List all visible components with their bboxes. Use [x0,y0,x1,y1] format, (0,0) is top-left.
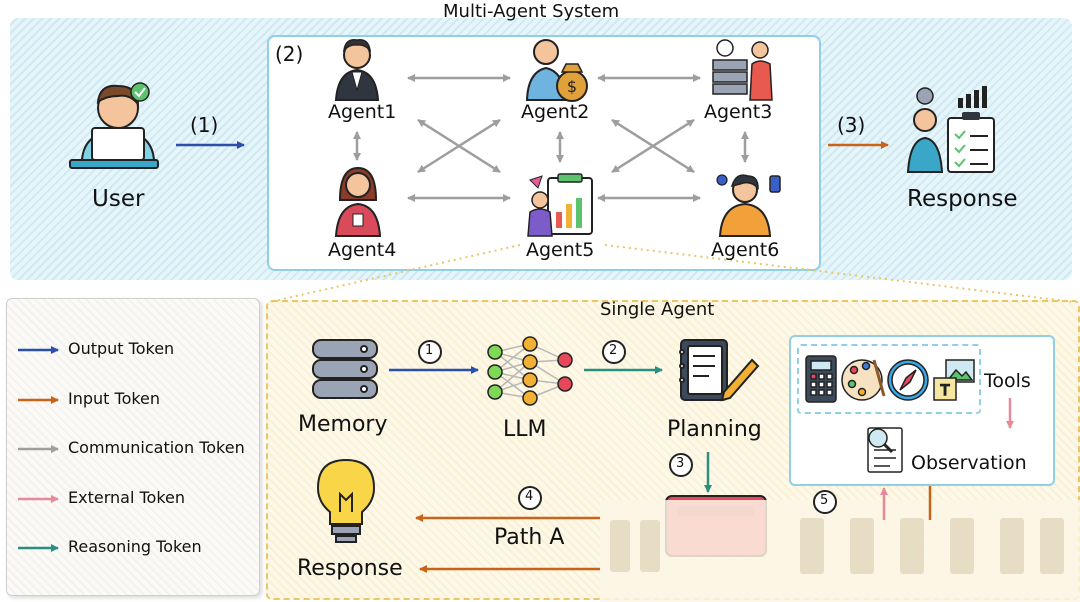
image-text-icon: T [933,359,975,401]
path-a-label: Path A [494,525,565,550]
response-step-label: (3) [837,113,866,137]
legend-external-label: External Token [68,488,185,507]
agent1-icon [334,38,380,101]
observation-label: Observation [911,452,1027,474]
response-icon [906,86,995,173]
observation-icon [867,427,903,473]
step-3-label: 3 [676,456,685,471]
agent2-icon: $ [525,39,588,102]
response-top-label: Response [907,186,1018,212]
mas-step-label: (2) [275,42,304,66]
agent2-label: Agent2 [521,101,590,123]
tools-label: Tools [984,370,1031,392]
planning-icon [679,339,760,402]
step-4-label: 4 [525,489,534,504]
agent6-icon [716,174,781,237]
bulb-icon [316,458,376,543]
user-icon [69,82,159,169]
step-2-label: 2 [609,343,618,358]
blur-marks [610,518,1064,574]
agent1-label: Agent1 [328,101,397,123]
communication-arrows [353,74,749,202]
legend-communication-label: Communication Token [68,438,245,457]
planning-label: Planning [667,417,762,442]
calculator-icon [805,355,837,403]
agent3-icon [712,39,773,101]
agent4-label: Agent4 [328,239,397,261]
memory-icon [312,339,378,399]
single-agent-title: Single Agent [600,299,715,320]
legend-input-label: Input Token [68,389,161,408]
legend-reasoning-label: Reasoning Token [68,537,202,556]
legend-panel [6,298,260,596]
llm-label: LLM [503,417,547,442]
memory-label: Memory [298,412,388,437]
agent6-label: Agent6 [711,239,780,261]
palette-icon [841,359,886,401]
user-step-label: (1) [190,113,219,137]
legend-output-label: Output Token [68,339,175,358]
agent3-label: Agent3 [704,101,773,123]
agent4-icon [334,166,382,237]
step-circles [418,340,837,514]
zoom-lines [269,244,1075,303]
step-1-label: 1 [425,343,434,358]
svg-text:$: $ [567,77,577,96]
single-response-label: Response [297,556,403,581]
tools-group [797,344,981,414]
llm-icon [487,336,573,406]
agent5-icon [527,173,593,237]
legend-arrows [18,346,59,552]
agent5-label: Agent5 [526,239,595,261]
step-5-label: 5 [820,493,829,508]
compass-icon [887,359,929,401]
user-label: User [92,186,145,212]
multi-agent-title: Multi-Agent System [443,1,620,22]
svg-text:T: T [940,383,950,399]
